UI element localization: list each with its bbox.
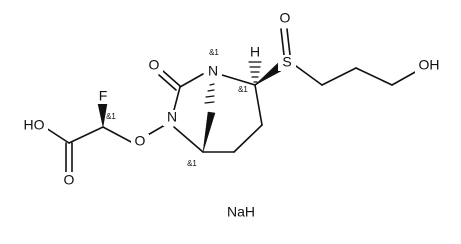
stereo-label-ring-carbon: &1	[238, 85, 248, 94]
atom-ring-nitrogen: N	[167, 109, 177, 125]
stereo-label-bridgehead-bottom: &1	[187, 159, 197, 168]
atom-sulfur: S	[282, 54, 291, 70]
bond-ho-c	[45, 127, 70, 144]
stereo-label-bridgehead-top: &1	[209, 48, 219, 57]
atom-acid-carbonyl-oxygen: O	[64, 172, 75, 188]
stereo-labels: &1 &1 &1 &1	[106, 48, 248, 168]
atom-ether-oxygen: O	[135, 133, 146, 149]
sodium-hydride-label: NaH	[227, 204, 255, 220]
bond-n-cbottom	[173, 126, 204, 153]
bond-calpha-o	[102, 126, 134, 144]
bond-s-o-double-a	[280, 28, 285, 56]
atom-bridgehead-hydrogen: H	[250, 44, 260, 60]
hash-ctop-h	[248, 61, 262, 83]
atom-lactam-oxygen: O	[149, 57, 160, 73]
bond-s-o-double-b	[286, 28, 291, 56]
atom-fluorine: F	[99, 88, 108, 104]
hash-bridge	[204, 83, 215, 104]
bond-c-calpha	[68, 126, 104, 144]
bond-s-c1	[295, 65, 323, 86]
bond-co-double-b	[158, 74, 177, 91]
wedge-bridge-bottom	[202, 111, 216, 153]
atom-bridge-nitrogen: N	[208, 63, 218, 79]
bond-co-nbridge	[179, 73, 204, 88]
atom-sulfoxide-oxygen: O	[280, 10, 291, 26]
bond-o-n	[145, 124, 166, 137]
atom-acid-hydroxyl: HO	[24, 117, 45, 133]
bond-n-co	[173, 86, 181, 111]
bond-ch2-ch2	[233, 124, 263, 153]
stereo-label-alpha: &1	[106, 112, 116, 121]
bonds	[45, 28, 418, 173]
atom-labels: F HO O O N N O H S O OH NaH	[20, 10, 443, 220]
atom-terminal-hydroxyl: OH	[419, 57, 440, 73]
bond-ctop-ch2	[254, 84, 263, 126]
bond-c2-c3	[355, 67, 393, 86]
bond-c1-c2	[321, 67, 357, 86]
bond-c3-oh	[391, 70, 418, 86]
bond-co-double-a	[162, 70, 181, 87]
bond-nbridge-ctop	[221, 74, 256, 86]
